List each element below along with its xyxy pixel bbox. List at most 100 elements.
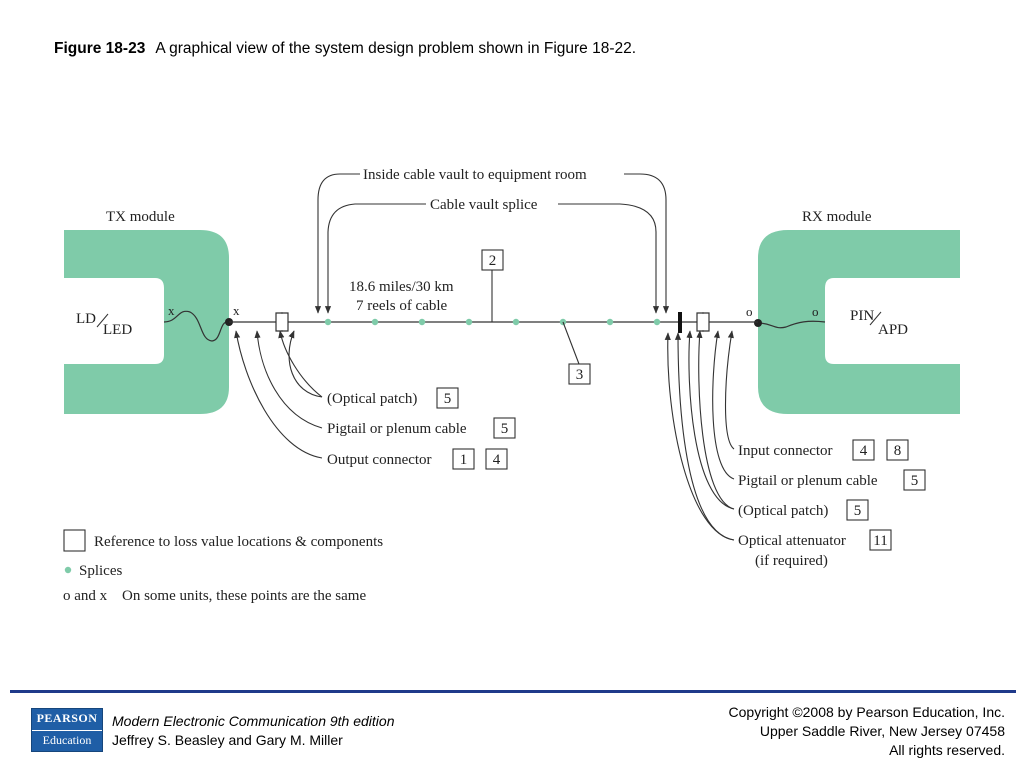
- ref-box: [869, 529, 892, 551]
- optical-attenuator-block: [678, 312, 682, 333]
- rx-apd-label: APD: [878, 322, 908, 338]
- figure-caption: Figure 18-23 A graphical view of the syst…: [54, 40, 636, 58]
- cable-reels-label: 7 reels of cable: [356, 298, 448, 314]
- copyright-block: Copyright ©2008 by Pearson Education, In…: [729, 703, 1005, 760]
- ref-box: [852, 439, 875, 461]
- optical-patch-arrow-left: [288, 330, 323, 398]
- ref-box: [452, 448, 475, 470]
- inside-vault-label: Inside cable vault to equipment room: [363, 167, 587, 183]
- ref-box: [436, 387, 459, 409]
- ref-box: [886, 439, 909, 461]
- optical-patch-arrow-right: [278, 330, 323, 398]
- ref-3-leader: [562, 321, 580, 365]
- logo-line-education: Education: [42, 733, 92, 747]
- rx-outer-o-mark: o: [746, 304, 753, 319]
- splice-dot: [606, 318, 614, 326]
- tx-module-label: TX module: [106, 209, 175, 225]
- tx-led-label: LED: [103, 322, 132, 338]
- rx-module: RX module PIN APD o o: [746, 209, 960, 414]
- legend-ref-text: Reference to loss value locations & comp…: [94, 534, 383, 550]
- ref-box-label: 8: [894, 443, 902, 459]
- ref-box: [846, 499, 869, 521]
- right-callout-arrows: [664, 330, 735, 541]
- tx-ld-led-slash: [96, 313, 109, 328]
- right-callout-label: Optical attenuator: [738, 533, 846, 549]
- legend-ref-box: [63, 529, 86, 552]
- rx-pin-label: PIN: [850, 308, 874, 324]
- left-callout-label: Pigtail or plenum cable: [327, 421, 467, 437]
- ref-box-label: 5: [854, 503, 862, 519]
- optical-attenuator-arrow-b: [664, 332, 735, 541]
- ref-box-2-label: 2: [489, 253, 497, 269]
- optical-patch-rx-arrow-a: [696, 330, 735, 510]
- ref-box-label: 5: [501, 421, 509, 437]
- rx-fiber-pigtail: [757, 320, 826, 329]
- inside-vault-arrow-left: [314, 173, 360, 314]
- left-callout-label: Output connector: [327, 452, 432, 468]
- splice-dot: [465, 318, 473, 326]
- pigtail-arrow-left: [254, 330, 323, 429]
- caption-text: A graphical view of the system design pr…: [155, 40, 637, 57]
- rx-inner-o-mark: o: [812, 304, 819, 319]
- splice-dot: [653, 318, 661, 326]
- logo-divider: [32, 730, 102, 731]
- optical-patch-rx-arrow-b: [686, 330, 735, 510]
- splice-dot: [371, 318, 379, 326]
- legend: Reference to loss value locations & comp…: [63, 529, 383, 604]
- optical-attenuator-arrow: [674, 332, 735, 541]
- right-callout-label: (Optical patch): [738, 503, 828, 519]
- copyright-line-3: All rights reserved.: [889, 742, 1005, 758]
- splice-dot: [418, 318, 426, 326]
- logo-line-pearson: PEARSON: [36, 711, 98, 725]
- tx-inner-x-mark: x: [168, 303, 175, 318]
- top-callouts: [314, 173, 670, 314]
- legend-splices-text: Splices: [79, 563, 122, 579]
- tx-connector-right-bracket: [281, 312, 289, 332]
- copyright-line-2: Upper Saddle River, New Jersey 07458: [759, 723, 1005, 739]
- ref-box-label: 4: [493, 452, 501, 468]
- input-connector-arrow: [724, 330, 735, 450]
- book-info: Modern Electronic Communication 9th edit…: [112, 712, 394, 750]
- right-callout-sublabel: (if required): [755, 553, 828, 569]
- ref-box-label: 5: [911, 473, 919, 489]
- pearson-logo: PEARSON Education: [31, 708, 103, 752]
- fiber-system-diagram: TX module LD LED x x RX module PIN APD o…: [63, 167, 960, 604]
- tx-ld-label: LD: [76, 311, 96, 327]
- legend-ox-text: On some units, these points are the same: [122, 588, 366, 604]
- cable-length-label: 18.6 miles/30 km: [349, 279, 454, 295]
- left-callout-label: (Optical patch): [327, 391, 417, 407]
- book-authors: Jeffrey S. Beasley and Gary M. Miller: [112, 732, 343, 748]
- figure-number: Figure 18-23: [54, 40, 146, 57]
- inside-vault-arrow-right: [624, 173, 670, 314]
- ref-box-label: 1: [460, 452, 468, 468]
- ref-box-label: 4: [860, 443, 868, 459]
- ref-box-3-label: 3: [576, 367, 584, 383]
- ref-box: [493, 417, 516, 439]
- splice-dot: [324, 318, 332, 326]
- vault-splice-label: Cable vault splice: [430, 197, 538, 213]
- ref-box-label: 5: [444, 391, 452, 407]
- tx-module: TX module LD LED x x: [64, 209, 240, 414]
- pigtail-rx-arrow: [712, 330, 735, 480]
- ref-box: [485, 448, 508, 470]
- footer-rule: [10, 690, 1016, 693]
- copyright-line-1: Copyright ©2008 by Pearson Education, In…: [728, 704, 1005, 720]
- rx-input-point: [754, 319, 762, 327]
- legend-ox-symbol: o and x: [63, 588, 108, 604]
- rx-module-shape: [758, 230, 960, 414]
- rx-pin-apd-slash: [869, 311, 882, 326]
- splice-dot: [512, 318, 520, 326]
- output-connector-arrow-left: [234, 330, 323, 459]
- right-callout-label: Pigtail or plenum cable: [738, 473, 878, 489]
- legend-splice-dot: [64, 566, 72, 574]
- ref-box: [903, 469, 926, 491]
- vault-splice-arrow-left: [324, 203, 426, 314]
- tx-outer-x-mark: x: [233, 303, 240, 318]
- tx-module-shape: [64, 230, 229, 414]
- ref-box-3: [568, 363, 591, 385]
- tx-connector-left-bracket: [275, 312, 283, 332]
- left-callout-arrows: [234, 330, 323, 459]
- rx-connector-right-bracket: [702, 312, 710, 332]
